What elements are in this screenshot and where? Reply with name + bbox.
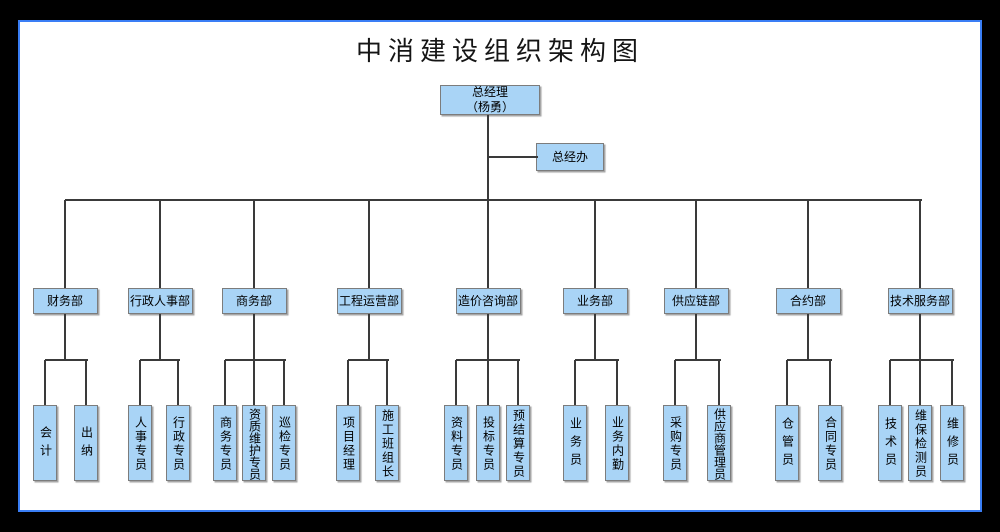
connector-line — [829, 360, 831, 405]
connector-line — [890, 359, 954, 361]
general-manager-title: 总经理 — [471, 85, 508, 99]
connector-line — [919, 200, 921, 288]
connector-line — [177, 360, 179, 405]
node-position: 预结算专员 — [506, 405, 530, 481]
connector-line — [368, 314, 370, 360]
general-manager-name: （杨勇） — [465, 100, 514, 114]
node-department: 合约部 — [775, 288, 841, 314]
chart-title: 中消建设组织架构图 — [355, 37, 644, 67]
connector-line — [889, 360, 891, 405]
connector-line — [786, 360, 788, 405]
connector-line — [951, 360, 953, 405]
org-chart-canvas: 中消建设组织架构图 总经理 （杨勇） 总经办 财务部会计出纳 行政人事部人事专员行… — [18, 20, 982, 512]
node-position: 供应商管理员 — [707, 405, 731, 481]
node-position: 业务员 — [563, 405, 587, 481]
node-position: 会计 — [33, 405, 57, 481]
connector-line — [695, 314, 697, 360]
connector-line — [45, 359, 88, 361]
connector-line — [139, 360, 141, 405]
connector-line — [368, 200, 370, 288]
connector-line — [674, 360, 676, 405]
node-position: 施工班组长 — [375, 405, 399, 481]
node-position: 仓管员 — [775, 405, 799, 481]
connector-line — [224, 360, 226, 405]
connector-line — [44, 360, 46, 405]
node-position: 商务专员 — [213, 405, 237, 481]
node-department: 财务部 — [32, 288, 98, 314]
connector-line — [594, 200, 596, 288]
connector-line — [807, 314, 809, 360]
connector-line — [283, 360, 285, 405]
connector-line — [65, 199, 922, 201]
connector-line — [919, 360, 921, 405]
connector-line — [455, 360, 457, 405]
node-department: 业务部 — [562, 288, 628, 314]
node-position: 维保检测员 — [908, 405, 932, 481]
connector-line — [64, 314, 66, 360]
connector-line — [487, 200, 489, 288]
connector-line — [347, 360, 349, 405]
node-position: 维修员 — [940, 405, 964, 481]
connector-line — [159, 200, 161, 288]
connector-line — [225, 359, 286, 361]
node-department: 行政人事部 — [127, 288, 193, 314]
node-department: 技术服务部 — [887, 288, 953, 314]
node-position: 资料专员 — [444, 405, 468, 481]
connector-line — [253, 314, 255, 360]
node-department: 造价咨询部 — [455, 288, 521, 314]
connector-line — [487, 360, 489, 405]
node-position: 巡检专员 — [272, 405, 296, 481]
connector-line — [85, 360, 87, 405]
node-position: 投标专员 — [476, 405, 500, 481]
node-position: 技术员 — [878, 405, 902, 481]
connector-line — [517, 360, 519, 405]
node-general-manager: 总经理 （杨勇） — [440, 85, 540, 115]
connector-line — [348, 359, 389, 361]
node-position: 资质维护专员 — [242, 405, 266, 481]
connector-line — [695, 200, 697, 288]
connector-line — [675, 359, 721, 361]
node-position: 项目经理 — [336, 405, 360, 481]
connector-line — [386, 360, 388, 405]
connector-line — [574, 360, 576, 405]
connector-line — [253, 360, 255, 405]
node-position: 合同专员 — [818, 405, 842, 481]
node-department: 商务部 — [221, 288, 287, 314]
node-general-office: 总经办 — [536, 143, 604, 171]
connector-line — [919, 314, 921, 360]
connector-line — [787, 359, 832, 361]
node-department: 供应链部 — [663, 288, 729, 314]
connector-line — [488, 156, 538, 158]
connector-line — [718, 360, 720, 405]
connector-line — [159, 314, 161, 360]
connector-line — [64, 200, 66, 288]
node-position: 业务内勤 — [605, 405, 629, 481]
connector-line — [616, 360, 618, 405]
node-position: 行政专员 — [166, 405, 190, 481]
node-position: 出纳 — [74, 405, 98, 481]
node-position: 采购专员 — [663, 405, 687, 481]
connector-line — [487, 314, 489, 360]
node-position: 人事专员 — [128, 405, 152, 481]
node-department: 工程运营部 — [336, 288, 402, 314]
connector-line — [594, 314, 596, 360]
connector-line — [253, 200, 255, 288]
connector-line — [575, 359, 619, 361]
connector-line — [140, 359, 180, 361]
connector-line — [807, 200, 809, 288]
